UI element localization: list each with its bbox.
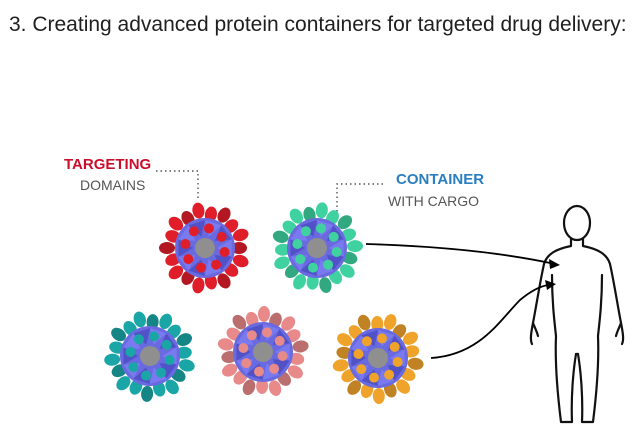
orange-domain-particle [332,314,424,404]
label-with-cargo: WITH CARGO [388,193,479,209]
teal-domain-particle [104,311,195,402]
container-leader-line [336,183,383,222]
protein-container-figure: TARGETING DOMAINS CONTAINER WITH CARGO [0,140,637,437]
label-targeting: TARGETING [64,156,151,173]
arrow-bottom [430,284,549,359]
arrow-top [365,243,556,265]
delivery-arrows [365,243,556,359]
label-container: CONTAINER [396,171,484,188]
human-body-outline-icon [529,204,625,424]
label-domains: DOMAINS [80,177,145,193]
green-domain-particle [272,202,363,294]
red-domain-particle [159,202,249,294]
figure-canvas: TARGETING DOMAINS CONTAINER WITH CARGO [64,156,625,424]
arrowhead-top [549,259,560,269]
targeting-leader-line [156,170,199,198]
arrowhead-bottom [545,280,556,290]
pink-domain-particle [217,306,309,396]
section-heading: 3. Creating advanced protein containers … [9,13,627,36]
particles-group [104,202,424,404]
